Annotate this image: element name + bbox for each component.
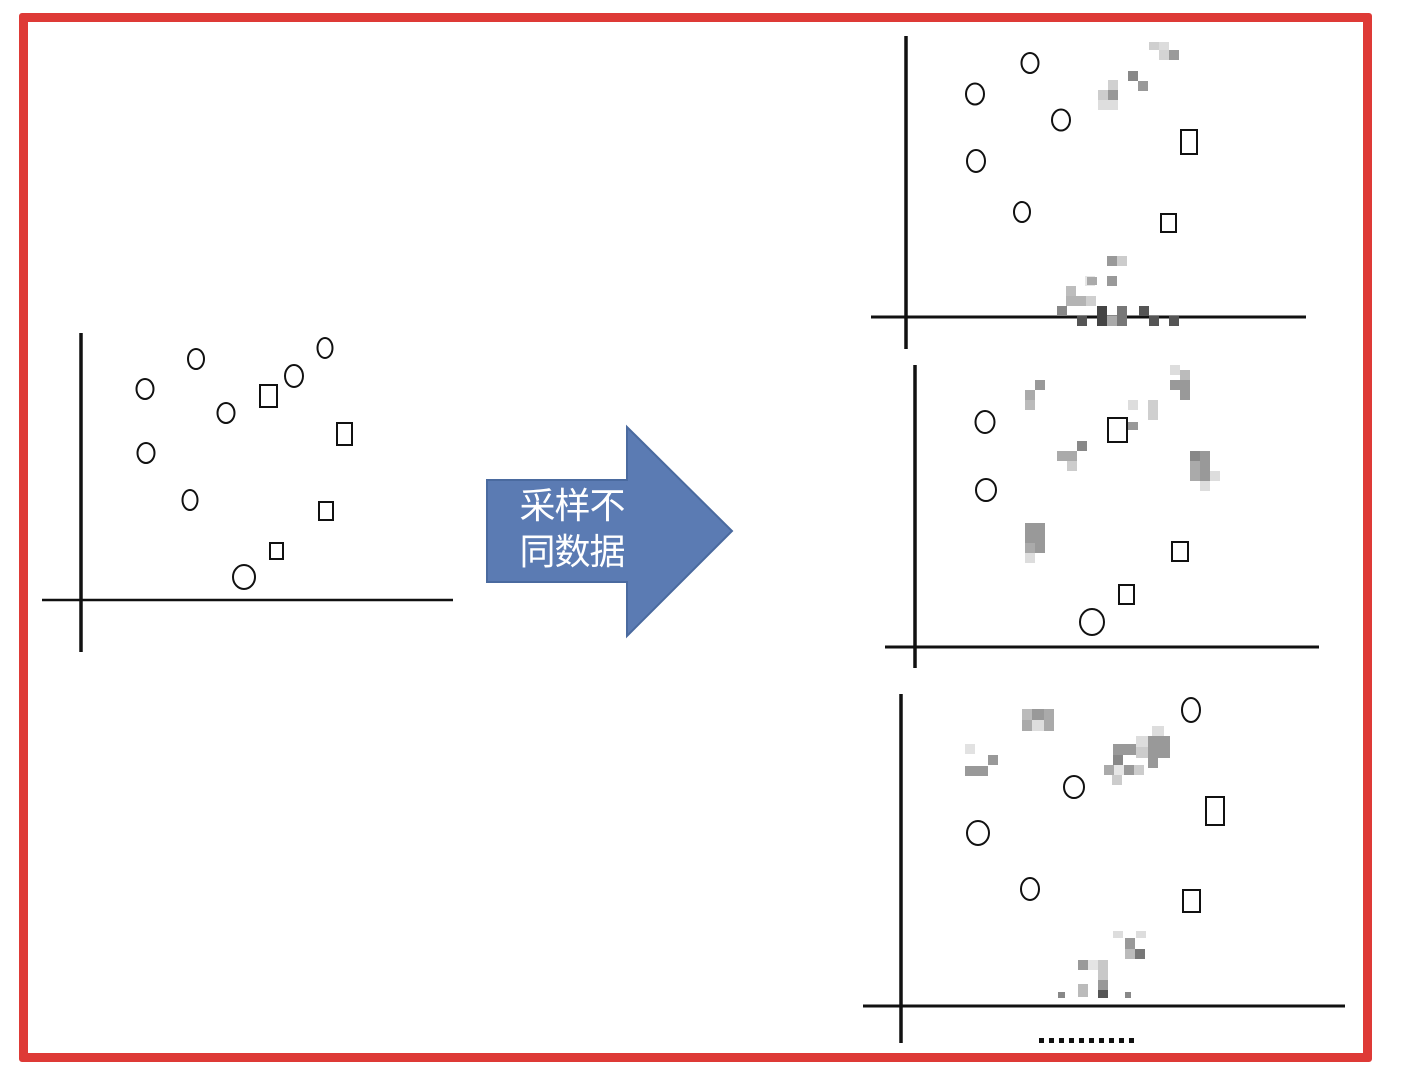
circle-point [1181, 697, 1201, 723]
pixelated-region [1022, 709, 1054, 731]
sampled-scatter-plot-1 [871, 36, 1306, 349]
circle-point [966, 820, 990, 846]
circle-point [316, 337, 334, 359]
circle-point [216, 402, 236, 424]
pixelated-region [965, 744, 998, 776]
pixelated-region [1058, 931, 1146, 998]
circle-point [1051, 108, 1071, 132]
square-point [318, 501, 334, 521]
square-point [269, 542, 284, 560]
square-point [259, 384, 278, 408]
circle-point [232, 564, 256, 590]
arrow-label-line-1: 采样不 [519, 486, 625, 527]
circle-point [1079, 608, 1105, 636]
circle-point [136, 442, 156, 464]
right-arrow-icon [486, 424, 734, 639]
square-point [1118, 584, 1135, 605]
square-point [1171, 541, 1189, 562]
square-point [1107, 417, 1128, 443]
circle-point [1020, 52, 1040, 74]
pixelated-region [1128, 365, 1190, 430]
arrow-label: 采样不 同数据 [497, 484, 647, 576]
sampled-scatter-plot-2 [885, 365, 1319, 668]
pixelated-region [1104, 726, 1170, 785]
pixelated-region [1057, 441, 1087, 471]
ellipsis-dots [1039, 1038, 1134, 1043]
circle-point [1020, 877, 1040, 901]
sampled-scatter-plot-3 [863, 694, 1345, 1043]
circle-point [975, 478, 997, 502]
pixelated-region [1057, 256, 1179, 326]
circle-point [135, 378, 155, 400]
pixelated-region [1025, 523, 1045, 563]
circle-point [1013, 201, 1031, 223]
circle-point [284, 364, 304, 388]
pixelated-region [1190, 451, 1220, 491]
circle-point [966, 149, 986, 173]
square-point [1205, 796, 1225, 826]
diagram-frame [19, 13, 1372, 1062]
square-point [1160, 213, 1177, 233]
square-point [336, 422, 353, 446]
circle-point [965, 82, 985, 106]
original-scatter-plot [42, 333, 453, 652]
arrow-label-line-2: 同数据 [519, 532, 625, 573]
circle-point [974, 410, 996, 434]
circle-point [1063, 775, 1085, 799]
pixelated-region [1098, 42, 1179, 110]
square-point [1180, 129, 1198, 155]
circle-point [187, 348, 205, 370]
circle-point [181, 489, 199, 511]
pixelated-region [1025, 380, 1045, 410]
square-point [1182, 889, 1201, 913]
